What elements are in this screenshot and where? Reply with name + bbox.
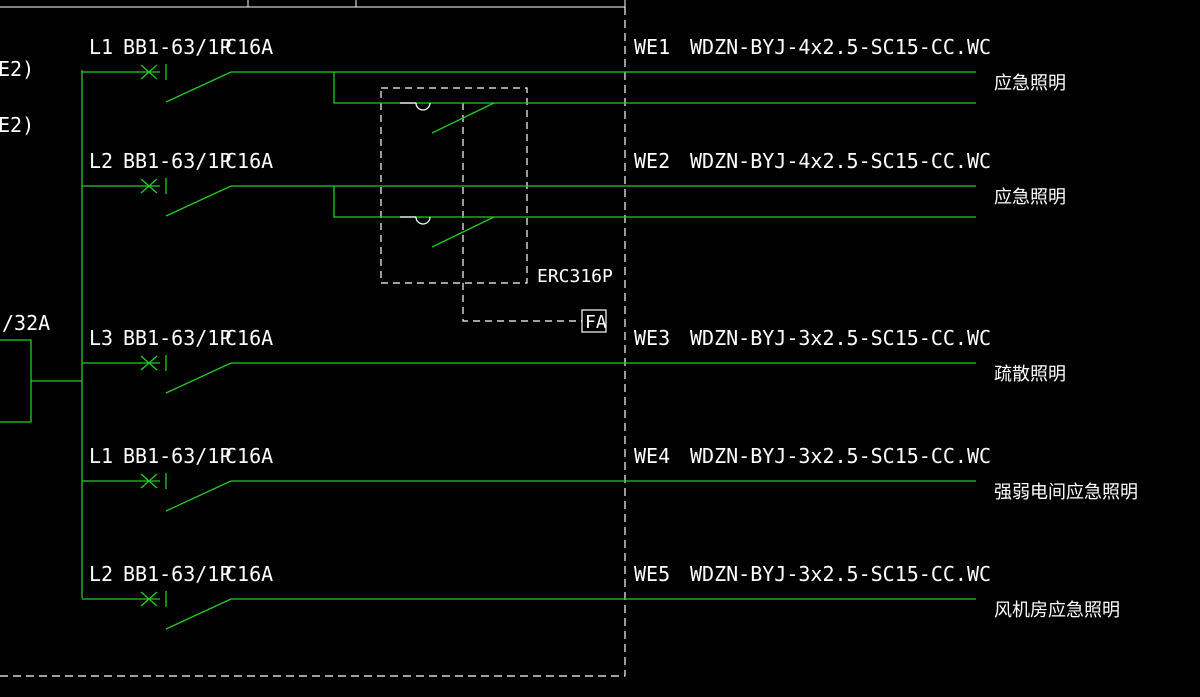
phase-label: L2: [89, 562, 113, 586]
load-description: 强弱电间应急照明: [994, 482, 1138, 503]
load-description: 疏散照明: [994, 364, 1066, 385]
device-name: ERC316P: [537, 266, 613, 287]
breaker-rating: C16A: [225, 562, 273, 586]
breaker-symbol: [82, 591, 976, 630]
breaker-rating: C16A: [225, 149, 273, 173]
breaker-model: BB1-63/1P: [123, 562, 231, 586]
cable-spec: WDZN-BYJ-4x2.5-SC15-CC.WC: [690, 35, 991, 59]
left-fragment-top2: E2): [0, 113, 34, 137]
forced-switch-branch: [333, 72, 976, 134]
circuit-id: WE1: [634, 35, 670, 59]
circuit-id: WE2: [634, 149, 670, 173]
breaker-model: BB1-63/1P: [123, 35, 231, 59]
breaker-symbol: [82, 178, 976, 217]
breaker-rating: C16A: [225, 444, 273, 468]
erc316p-device: ERC316P FA: [380, 87, 613, 333]
cable-spec: WDZN-BYJ-4x2.5-SC15-CC.WC: [690, 149, 991, 173]
phase-label: L1: [89, 35, 113, 59]
top-table-fragment: [0, 0, 626, 8]
breaker-symbol: [82, 355, 976, 394]
load-description: 风机房应急照明: [994, 600, 1120, 621]
fa-label: FA: [585, 312, 607, 333]
cable-spec: WDZN-BYJ-3x2.5-SC15-CC.WC: [690, 562, 991, 586]
cable-spec: WDZN-BYJ-3x2.5-SC15-CC.WC: [690, 326, 991, 350]
forced-switch-branch: [333, 186, 976, 248]
circuit-id: WE5: [634, 562, 670, 586]
breaker-symbol: [82, 64, 976, 103]
fa-box: [581, 309, 607, 333]
circuit-id: WE3: [634, 326, 670, 350]
panel-outline: [0, 7, 626, 677]
load-description: 应急照明: [994, 73, 1066, 94]
breaker-rating: C16A: [225, 35, 273, 59]
breaker-rating: C16A: [225, 326, 273, 350]
breaker-model: BB1-63/1P: [123, 444, 231, 468]
breaker-model: BB1-63/1P: [123, 326, 231, 350]
breaker-symbol: [82, 473, 976, 512]
phase-label: L1: [89, 444, 113, 468]
left-fragment-top1: E2): [0, 57, 34, 81]
load-description: 应急照明: [994, 187, 1066, 208]
left-fragment-rating: /32A: [2, 311, 50, 335]
circuit-id: WE4: [634, 444, 670, 468]
breaker-model: BB1-63/1P: [123, 149, 231, 173]
cable-spec: WDZN-BYJ-3x2.5-SC15-CC.WC: [690, 444, 991, 468]
phase-label: L3: [89, 326, 113, 350]
incoming-feeder: [0, 70, 83, 598]
phase-label: L2: [89, 149, 113, 173]
